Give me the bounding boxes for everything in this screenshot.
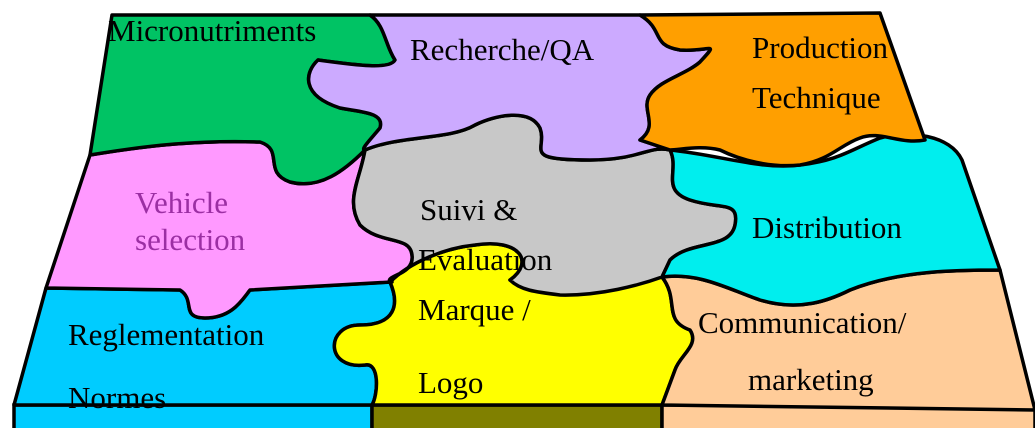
- label-production-line1: Production: [752, 30, 889, 65]
- label-suivi-line1: Suivi &: [420, 192, 517, 227]
- base-edge-middle: [370, 403, 664, 428]
- label-reglementation-line1: Reglementation: [68, 317, 265, 352]
- label-marque-line1: Marque /: [418, 292, 531, 327]
- label-reglementation-line2: Normes: [68, 380, 166, 415]
- piece-distribution: [660, 132, 1002, 307]
- label-vehicle-line2: selection: [135, 222, 246, 257]
- label-communication-line2: marketing: [748, 362, 874, 397]
- label-micronutriments: Micronutriments: [108, 13, 316, 48]
- label-marque-line2: Logo: [418, 365, 483, 400]
- label-distribution: Distribution: [752, 210, 902, 245]
- piece-production: [638, 11, 927, 168]
- label-vehicle-line1: Vehicle: [135, 185, 228, 220]
- label-production-line2: Technique: [752, 80, 881, 115]
- label-recherche: Recherche/QA: [410, 32, 595, 67]
- label-communication-line1: Communication/: [698, 305, 907, 340]
- label-suivi-line2: Evaluation: [418, 242, 553, 277]
